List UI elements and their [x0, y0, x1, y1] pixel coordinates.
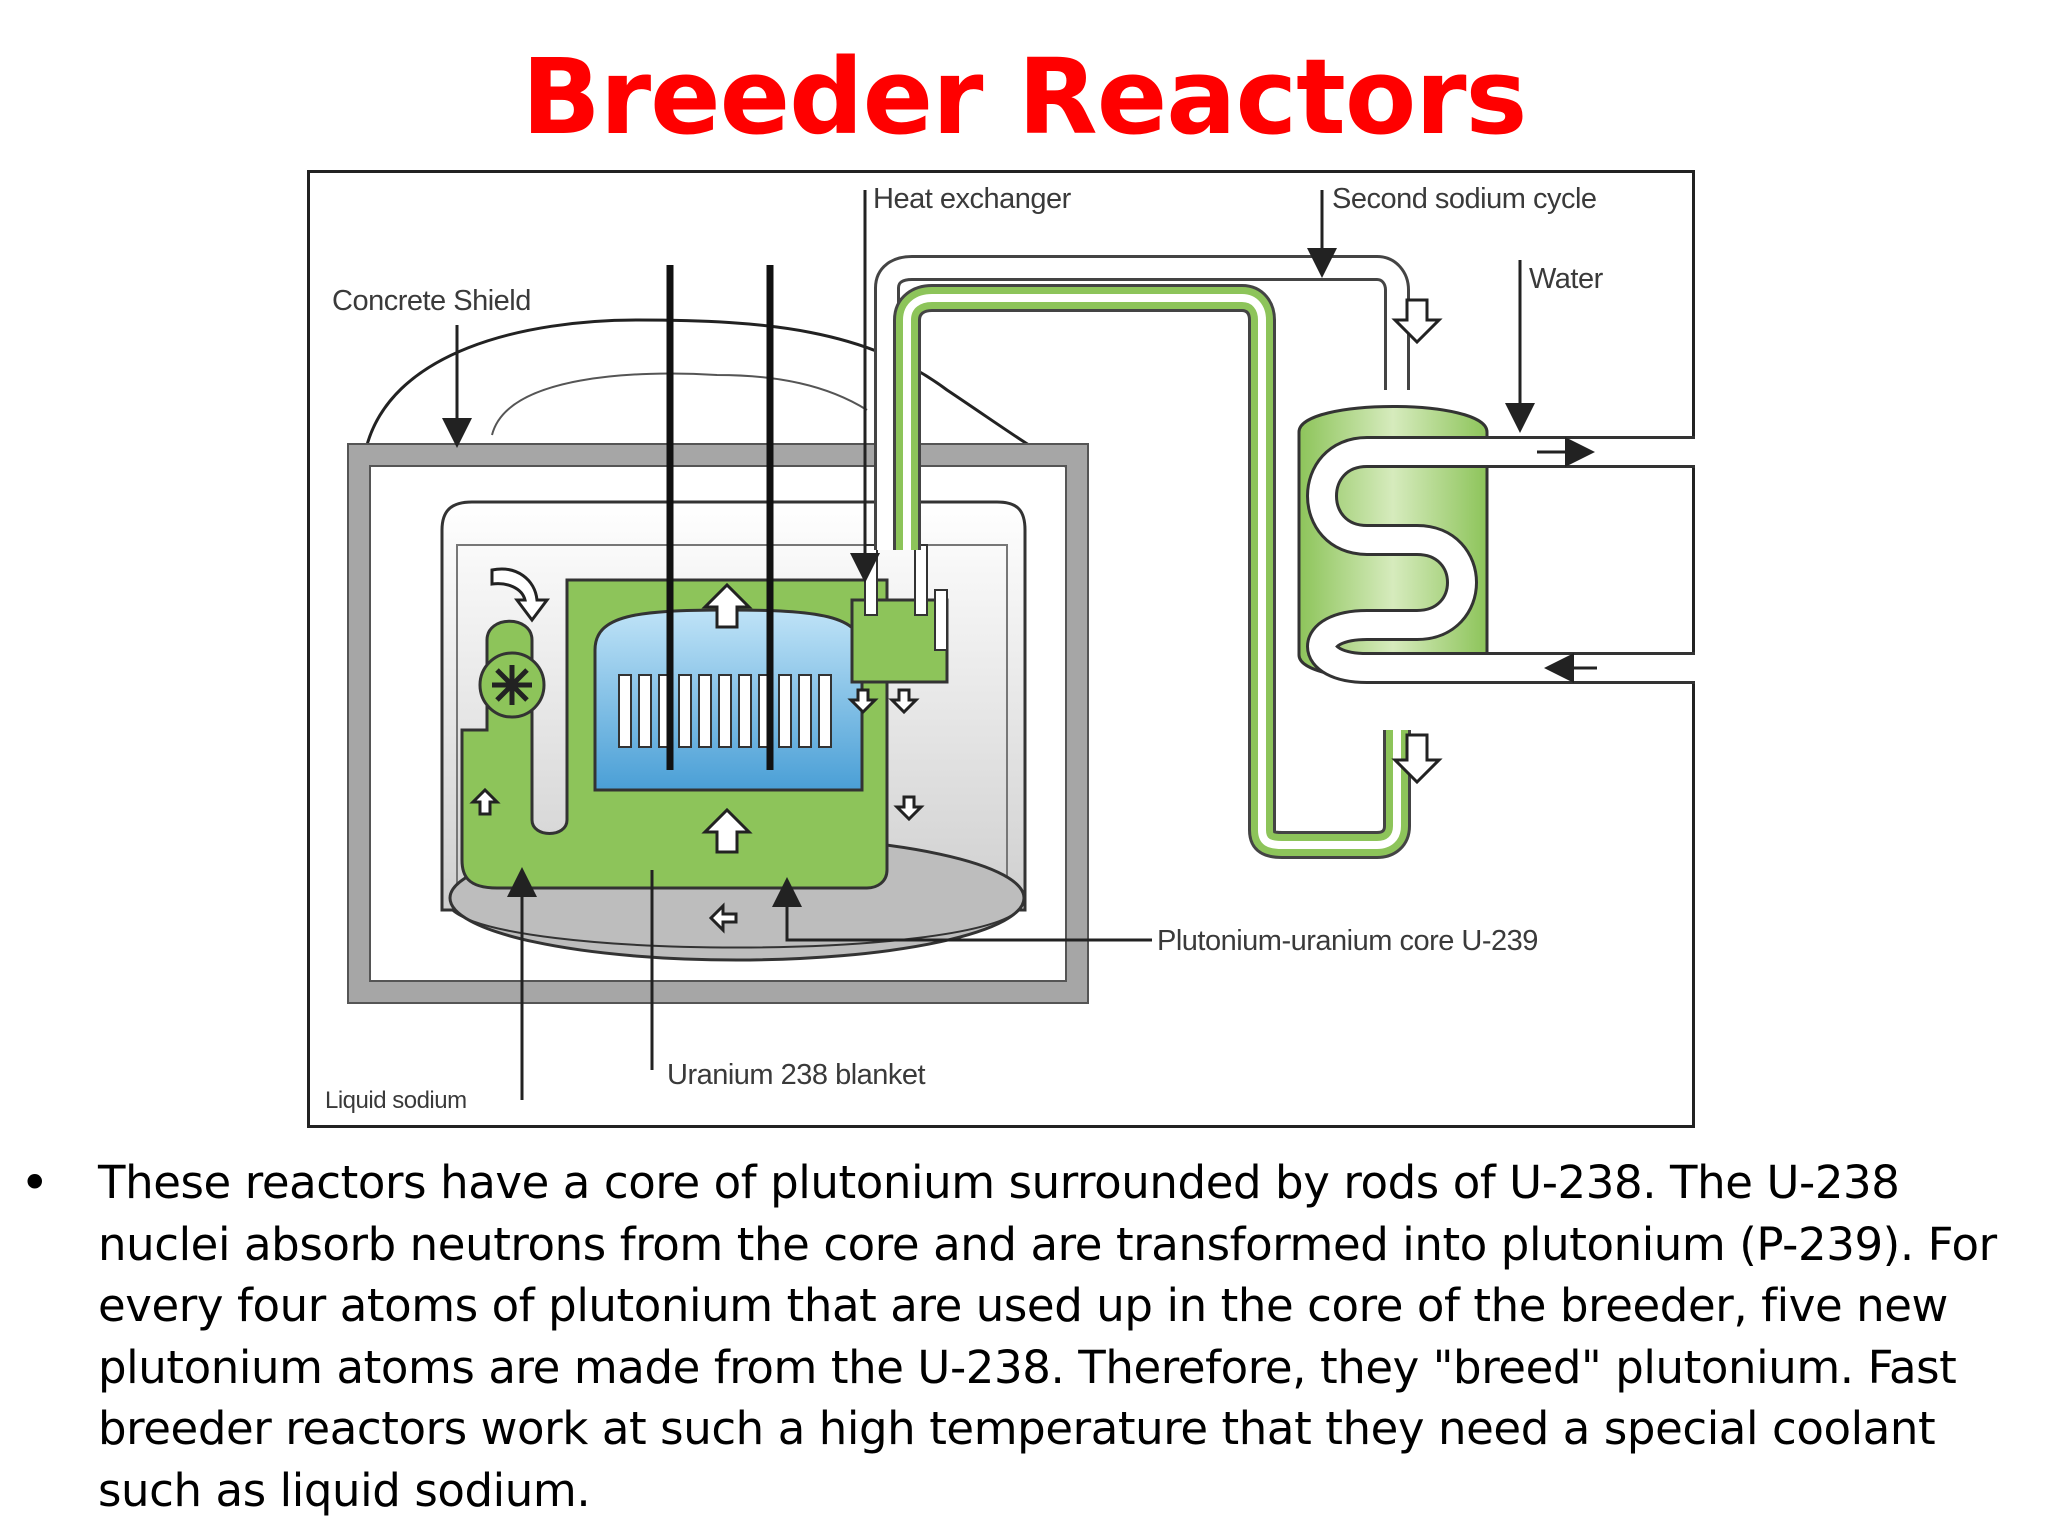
slide-title: Breeder Reactors — [521, 36, 1528, 158]
breeder-reactor-diagram: Heat exchanger Second sodium cycle Water… — [307, 170, 1695, 1128]
down-arrow-icon — [893, 795, 925, 822]
label-blanket: Uranium 238 blanket — [667, 1059, 926, 1091]
fuel-rods — [618, 674, 832, 748]
label-liquid-sodium: Liquid sodium — [325, 1087, 467, 1114]
label-heat-exchanger: Heat exchanger — [873, 183, 1072, 215]
bullet-text: These reactors have a core of plutonium … — [98, 1156, 1997, 1517]
flow-arrows — [469, 298, 1443, 934]
label-concrete-shield: Concrete Shield — [332, 285, 531, 317]
concrete-shield — [348, 444, 1088, 1003]
up-arrow-icon — [701, 807, 753, 854]
control-rods — [666, 265, 774, 770]
down-arrow-icon — [888, 688, 920, 715]
inner-dome — [491, 372, 868, 436]
label-second-sodium-cycle: Second sodium cycle — [1332, 183, 1597, 215]
up-arrow-icon — [469, 787, 501, 816]
curved-arrow-icon — [490, 567, 550, 623]
down-arrow-icon — [1391, 298, 1443, 345]
left-arrow-icon — [708, 902, 738, 934]
bullet-marker: • — [20, 1154, 50, 1212]
down-arrow-icon — [1391, 733, 1443, 785]
label-core: Plutonium-uranium core U-239 — [1157, 925, 1538, 957]
label-water: Water — [1529, 263, 1604, 295]
outer-dome — [363, 318, 1076, 472]
down-arrow-icon — [847, 688, 879, 715]
up-arrow-icon — [701, 582, 753, 629]
